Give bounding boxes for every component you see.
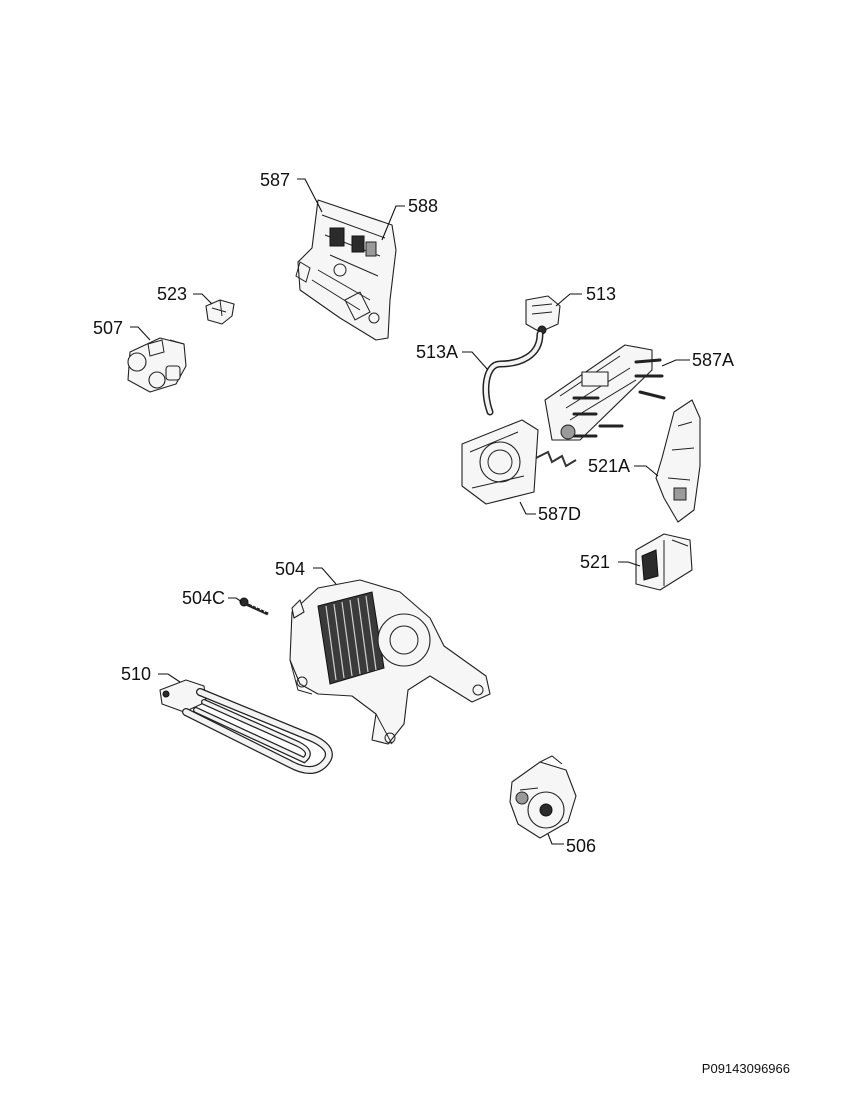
- motor-stator-windings: [317, 591, 385, 685]
- part-521-door-interlock: [635, 533, 693, 591]
- part-504-motor: [289, 579, 491, 745]
- callout-510: 510: [121, 664, 151, 684]
- part-587A-control-pcb: [544, 344, 666, 441]
- part-504C-screw: [239, 597, 269, 616]
- callout-504C: 504C: [182, 588, 225, 608]
- leader-504: [313, 567, 337, 585]
- leader-587D: [519, 501, 536, 515]
- callout-513A: 513A: [416, 342, 458, 362]
- part-513A-hose: [482, 330, 544, 416]
- part-587D-display-frame: [461, 419, 577, 505]
- leader-507: [130, 326, 151, 341]
- callout-587: 587: [260, 170, 290, 190]
- part-587-588-control-board: [295, 199, 397, 341]
- callout-523: 523: [157, 284, 187, 304]
- callout-507: 507: [93, 318, 123, 338]
- leader-523: [193, 293, 213, 305]
- part-510-heating-element: [159, 679, 333, 774]
- leader-504C: [228, 597, 243, 603]
- leader-521A: [634, 465, 659, 477]
- part-506-drain-pump: [509, 755, 577, 839]
- callout-513: 513: [586, 284, 616, 304]
- leader-587: [297, 178, 323, 213]
- callout-506: 506: [566, 836, 596, 856]
- part-513-pressure-switch: [525, 295, 561, 335]
- callout-504: 504: [275, 559, 305, 579]
- leader-510: [158, 673, 181, 683]
- leader-513: [555, 293, 582, 307]
- leader-513A: [462, 351, 489, 371]
- callout-587A: 587A: [692, 350, 734, 370]
- callout-521: 521: [580, 552, 610, 572]
- leader-588: [381, 205, 405, 241]
- part-521A-lock-bracket: [655, 399, 701, 523]
- leader-506: [547, 833, 564, 845]
- document-id: P09143096966: [701, 1061, 790, 1076]
- callout-521A: 521A: [588, 456, 630, 476]
- leader-521: [618, 561, 641, 567]
- leader-587A: [661, 359, 690, 367]
- part-523-clip: [205, 299, 235, 325]
- callout-587D: 587D: [538, 504, 581, 524]
- part-507-inlet-valve: [127, 337, 187, 393]
- callout-588: 588: [408, 196, 438, 216]
